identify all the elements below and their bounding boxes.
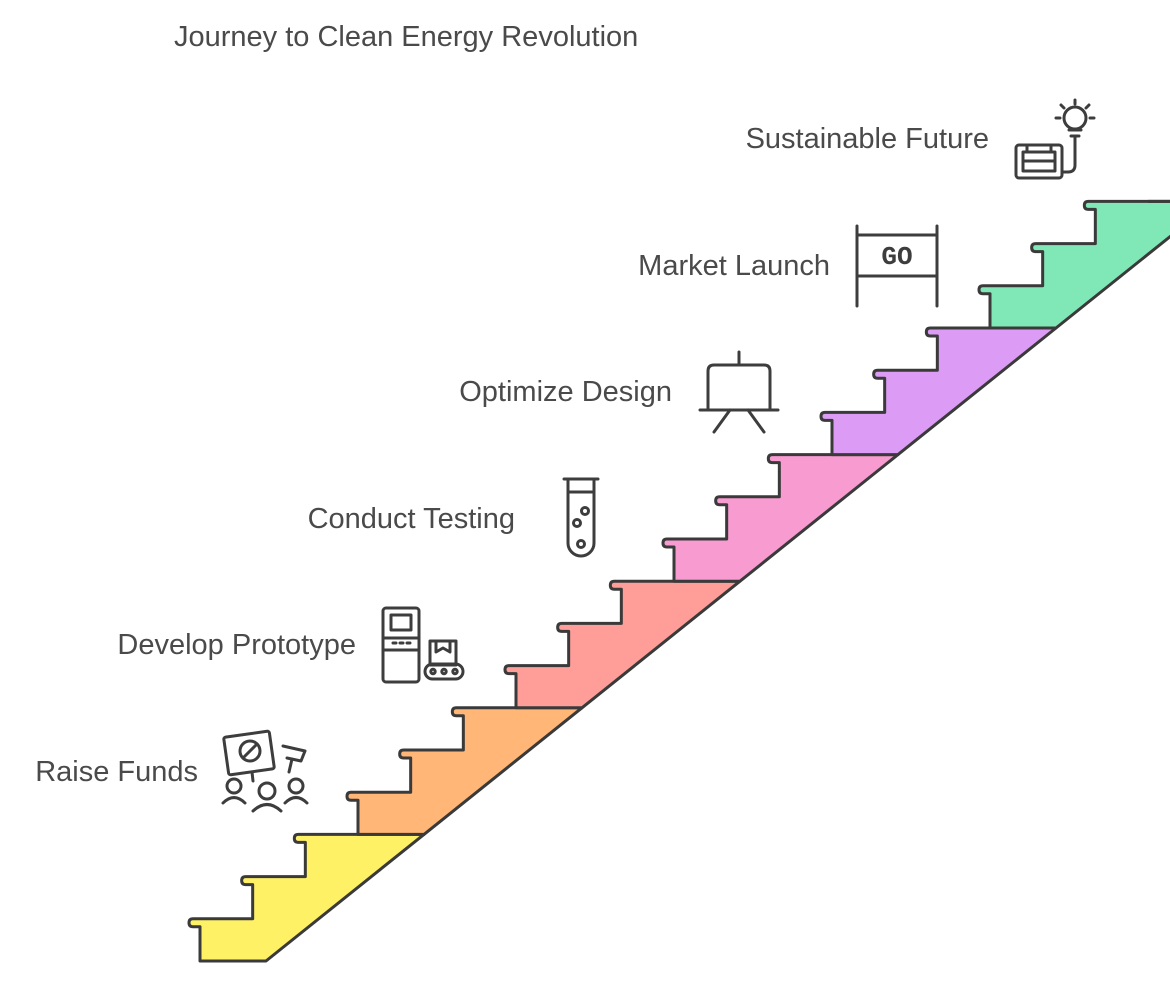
step-segment-1 <box>187 832 426 963</box>
diagram-title: Journey to Clean Energy Revolution <box>174 21 639 53</box>
lightbulb-generator-icon <box>1014 98 1096 180</box>
protest-crowd-icon <box>221 729 309 813</box>
stage-label-sustainable-future: Sustainable Future <box>745 123 989 155</box>
stage-label-raise-funds: Raise Funds <box>35 756 198 788</box>
go-sign-icon: GO <box>855 224 939 308</box>
go-sign-text: GO <box>881 242 912 272</box>
step-segment-2 <box>345 706 584 836</box>
machine-conveyor-icon <box>381 606 465 684</box>
test-tube-icon <box>562 477 600 558</box>
stage-label-conduct-testing: Conduct Testing <box>307 503 515 535</box>
stage-label-market-launch: Market Launch <box>638 250 830 282</box>
step-segment-5 <box>819 326 1058 457</box>
step-segment-3 <box>503 579 742 710</box>
step-segment-6 <box>977 199 1170 330</box>
stage-label-optimize-design: Optimize Design <box>459 376 672 408</box>
step-segment-4 <box>661 453 900 583</box>
easel-board-icon <box>698 350 780 434</box>
stage-label-develop-prototype: Develop Prototype <box>117 629 356 661</box>
staircase-steps <box>187 199 1170 963</box>
